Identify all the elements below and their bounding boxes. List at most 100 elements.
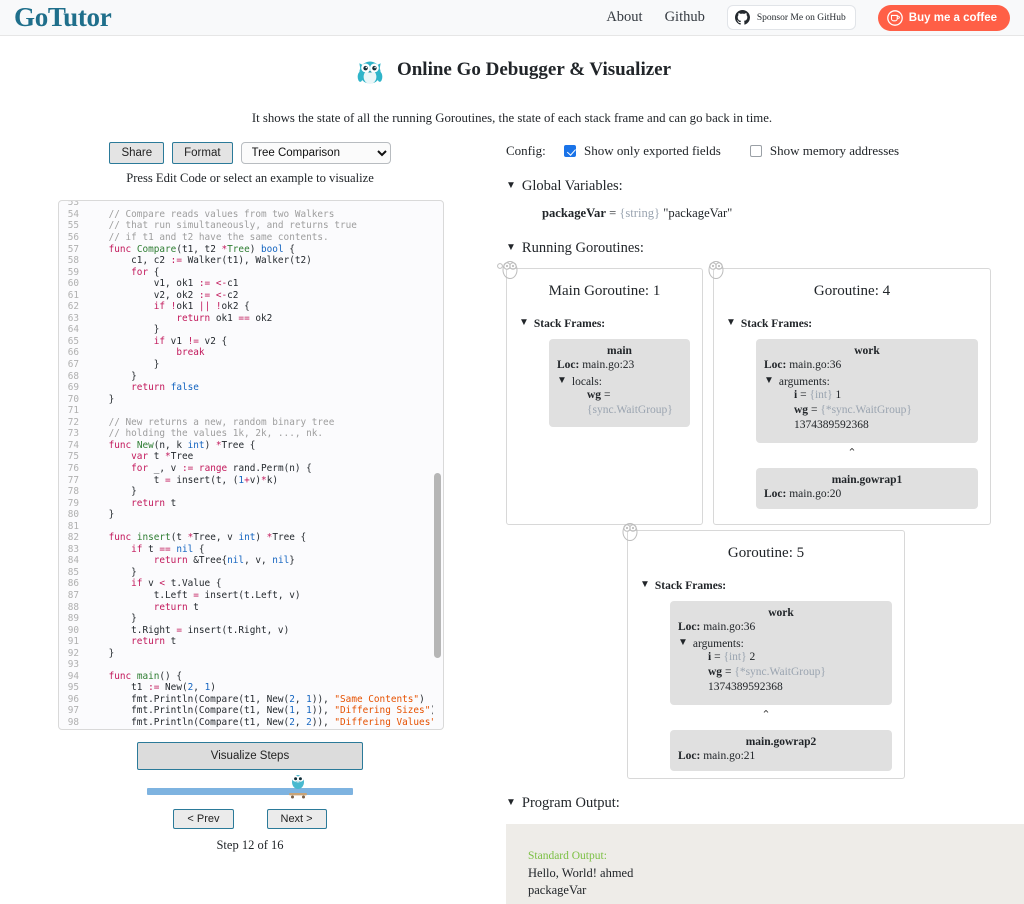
code-line[interactable]: 56 // if t1 and t2 have the same content…: [59, 232, 433, 244]
code-line[interactable]: 93: [59, 659, 433, 671]
code-line-text[interactable]: return t: [131, 636, 177, 648]
code-line[interactable]: 77 t = insert(t, (1+v)*k): [59, 475, 433, 487]
code-line-text[interactable]: }: [86, 613, 137, 625]
code-line-text[interactable]: }: [86, 359, 160, 371]
code-line[interactable]: 64 }: [59, 324, 433, 336]
show-exported-fields-checkbox[interactable]: Show only exported fields: [564, 143, 721, 159]
code-line[interactable]: 94 func main() {: [59, 671, 433, 683]
stack-frames-toggle[interactable]: ▼ Stack Frames:: [519, 317, 690, 331]
code-line-text[interactable]: v1, ok1 := <-c1: [86, 278, 239, 290]
code-line-text[interactable]: }: [86, 393, 115, 405]
code-line[interactable]: 99 fmt.Println(Compare(t1, New(3, 2)), "…: [59, 729, 433, 730]
code-line-text[interactable]: fmt.Println(Compare(t1, New(2, 2)), "Dif…: [86, 716, 433, 728]
stack-frames-toggle[interactable]: ▼ Stack Frames:: [726, 318, 978, 331]
code-line-text[interactable]: v2, ok2 := <-c2: [86, 289, 239, 301]
code-line[interactable]: 62 if !ok1 || !ok2 {: [59, 301, 433, 313]
code-line-text[interactable]: t.Right = insert(t.Right, v): [86, 624, 290, 636]
checkbox-unchecked-icon[interactable]: [749, 145, 762, 157]
code-line-text[interactable]: }: [86, 324, 160, 336]
editor-scrollbar-thumb[interactable]: [434, 473, 441, 659]
code-line-text[interactable]: if t == nil {: [131, 543, 205, 555]
stack-frames-toggle[interactable]: ▼ Stack Frames:: [640, 580, 892, 593]
share-button[interactable]: Share: [109, 142, 165, 165]
buy-me-a-coffee-button[interactable]: Buy me a coffee: [877, 4, 1010, 31]
code-line[interactable]: 87 t.Left = insert(t.Left, v): [59, 590, 433, 602]
code-line[interactable]: 65 if v1 != v2 {: [59, 336, 433, 348]
code-line[interactable]: 67 }: [59, 359, 433, 371]
code-line-text[interactable]: t = insert(t, (1+v)*k): [86, 474, 278, 486]
code-line-text[interactable]: fmt.Println(Compare(t1, New(1, 1)), "Dif…: [86, 705, 433, 717]
show-memory-addresses-checkbox[interactable]: Show memory addresses: [749, 143, 899, 159]
code-line-text[interactable]: // Compare reads values from two Walkers: [108, 208, 335, 220]
code-line-text[interactable]: if v1 != v2 {: [153, 335, 228, 347]
code-line[interactable]: 58 c1, c2 := Walker(t1), Walker(t2): [59, 255, 433, 267]
code-line[interactable]: 75 var t *Tree: [59, 451, 433, 463]
code-line[interactable]: 66 break: [59, 347, 433, 359]
code-line[interactable]: 73 // holding the values 1k, 2k, ..., nk…: [59, 428, 433, 440]
code-line-text[interactable]: if !ok1 || !ok2 {: [153, 301, 250, 313]
running-goroutines-section-header[interactable]: ▼ Running Goroutines:: [506, 240, 1024, 257]
code-line[interactable]: 68 }: [59, 371, 433, 383]
code-line-text[interactable]: t.Left = insert(t.Left, v): [86, 589, 301, 601]
triangle-down-icon[interactable]: ▼: [519, 317, 529, 328]
code-line-text[interactable]: func main() {: [108, 670, 182, 682]
code-line[interactable]: 72 // New returns a new, random binary t…: [59, 417, 433, 429]
code-line[interactable]: 88 return t: [59, 602, 433, 614]
code-line[interactable]: 69 return false: [59, 382, 433, 394]
program-output-section-header[interactable]: ▼ Program Output:: [506, 795, 1024, 812]
code-line[interactable]: 76 for _, v := range rand.Perm(n) {: [59, 463, 433, 475]
code-line-text[interactable]: return t: [153, 601, 199, 613]
code-line-text[interactable]: // if t1 and t2 have the same contents.: [108, 232, 329, 244]
triangle-down-icon[interactable]: ▼: [506, 179, 516, 191]
code-line-text[interactable]: // New returns a new, random binary tree: [108, 416, 335, 428]
code-line-text[interactable]: fmt.Println(Compare(t1, New(3, 2)), "Dis…: [86, 729, 408, 730]
code-line-text[interactable]: // that run simultaneously, and returns …: [108, 220, 357, 232]
step-slider[interactable]: [147, 775, 353, 800]
code-line-text[interactable]: t1 := New(2, 1): [86, 682, 216, 694]
code-line[interactable]: 83 if t == nil {: [59, 544, 433, 556]
nav-link-github[interactable]: Github: [664, 9, 705, 25]
code-line-text[interactable]: return ok1 == ok2: [176, 312, 273, 324]
code-line-text[interactable]: }: [86, 370, 137, 382]
code-line-text[interactable]: // holding the values 1k, 2k, ..., nk.: [108, 428, 324, 440]
code-line-text[interactable]: return &Tree{nil, v, nil}: [153, 555, 295, 567]
code-line[interactable]: 80 }: [59, 509, 433, 521]
visualize-steps-button[interactable]: Visualize Steps: [137, 742, 363, 771]
code-line-text[interactable]: return t: [131, 497, 177, 509]
gopher-skateboard-slider-thumb[interactable]: [285, 772, 311, 800]
code-line[interactable]: 63 return ok1 == ok2: [59, 313, 433, 325]
triangle-down-icon[interactable]: ▼: [764, 375, 774, 386]
editor-scrollbar[interactable]: [434, 203, 441, 727]
triangle-down-icon[interactable]: ▼: [557, 375, 567, 386]
code-line[interactable]: 98 fmt.Println(Compare(t1, New(2, 2)), "…: [59, 717, 433, 729]
code-line-text[interactable]: }: [86, 486, 137, 498]
code-line-text[interactable]: func Compare(t1, t2 *Tree) bool {: [108, 243, 295, 255]
triangle-down-icon[interactable]: ▼: [506, 241, 516, 253]
code-line[interactable]: 60 v1, ok1 := <-c1: [59, 278, 433, 290]
nav-link-about[interactable]: About: [606, 9, 643, 25]
code-line-text[interactable]: break: [176, 347, 205, 359]
code-line-text[interactable]: func insert(t *Tree, v int) *Tree {: [108, 532, 307, 544]
code-line[interactable]: 89 }: [59, 613, 433, 625]
code-line-text[interactable]: var t *Tree: [131, 451, 194, 463]
step-slider-track[interactable]: [147, 788, 353, 796]
format-button[interactable]: Format: [172, 142, 233, 165]
code-line-text[interactable]: }: [86, 566, 137, 578]
sponsor-on-github-button[interactable]: Sponsor Me on GitHub: [726, 5, 856, 30]
global-variables-section-header[interactable]: ▼ Global Variables:: [506, 178, 1024, 195]
checkbox-checked-icon[interactable]: [564, 145, 576, 157]
code-line-text[interactable]: fmt.Println(Compare(t1, New(2, 1)), "Sam…: [86, 693, 425, 705]
code-line-text[interactable]: return false: [131, 382, 199, 394]
brand-logo[interactable]: GoTutor: [14, 2, 112, 32]
code-line-text[interactable]: for {: [131, 266, 160, 278]
code-line-text[interactable]: c1, c2 := Walker(t1), Walker(t2): [86, 255, 312, 267]
code-line[interactable]: 81: [59, 521, 433, 533]
code-line[interactable]: 90 t.Right = insert(t.Right, v): [59, 625, 433, 637]
prev-step-button[interactable]: < Prev: [173, 809, 234, 830]
code-line[interactable]: 53: [59, 201, 433, 209]
frame-arguments-toggle[interactable]: ▼ arguments:: [764, 375, 970, 389]
next-step-button[interactable]: Next >: [266, 809, 327, 830]
code-line[interactable]: 79 return t: [59, 498, 433, 510]
code-line[interactable]: 70 }: [59, 394, 433, 406]
